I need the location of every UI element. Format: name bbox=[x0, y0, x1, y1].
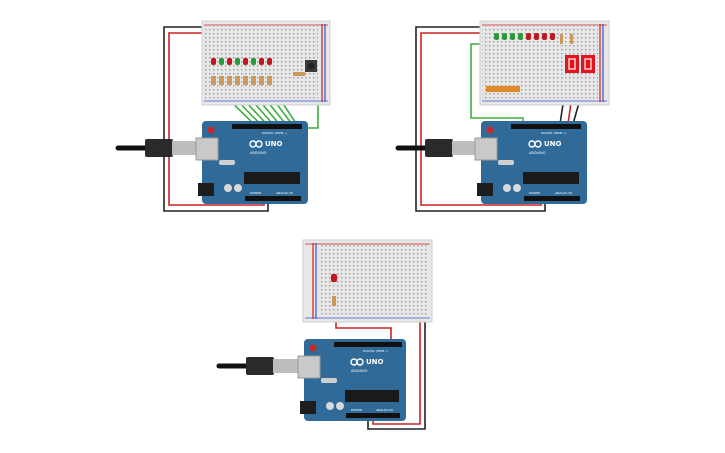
led-red bbox=[534, 33, 539, 40]
analog-label: ANALOG IN bbox=[276, 191, 293, 195]
led-green bbox=[235, 58, 240, 65]
digital-label: DIGITAL (PWM~) bbox=[541, 131, 566, 135]
header-power bbox=[346, 413, 400, 418]
arduino-uno-board: UNO ARDUINO DIGITAL (PWM~) POWER ANALOG … bbox=[195, 121, 308, 204]
capacitor bbox=[336, 402, 344, 410]
microcontroller-chip bbox=[244, 172, 300, 184]
seven-segment-display-1 bbox=[565, 55, 579, 73]
resistor-row bbox=[211, 76, 272, 85]
resistor bbox=[267, 76, 272, 85]
uno-logo-text: UNO bbox=[366, 358, 384, 366]
analog-label: ANALOG IN bbox=[376, 408, 393, 412]
circuit-1: UNO ARDUINO DIGITAL (PWM~) POWER ANALOG … bbox=[115, 20, 331, 212]
microcontroller-chip bbox=[523, 172, 579, 184]
header-power bbox=[524, 196, 580, 201]
led-red bbox=[550, 33, 555, 40]
seven-segment-display-2 bbox=[581, 55, 595, 73]
header-digital bbox=[334, 342, 402, 347]
arduino-brand-text: ARDUINO bbox=[529, 151, 546, 155]
header-digital bbox=[511, 124, 581, 129]
wire-black-gnd bbox=[367, 317, 426, 430]
led-green bbox=[251, 58, 256, 65]
led-green bbox=[219, 58, 224, 65]
arduino-brand-text: ARDUINO bbox=[250, 151, 267, 155]
led-green bbox=[518, 33, 523, 40]
circuit-2: UNO ARDUINO DIGITAL (PWM~) POWER ANALOG … bbox=[395, 20, 610, 212]
led-red bbox=[259, 58, 264, 65]
wire-red-5v bbox=[372, 317, 421, 425]
microcontroller-chip bbox=[345, 390, 399, 402]
resistor-array bbox=[486, 86, 520, 92]
arduino-uno-board: UNO ARDUINO DIGITAL (PWM~) POWER ANALOG … bbox=[474, 121, 587, 204]
capacitor bbox=[326, 402, 334, 410]
breadboard bbox=[302, 239, 433, 323]
header-power bbox=[245, 196, 301, 201]
led-green bbox=[494, 33, 499, 40]
led-red bbox=[227, 58, 232, 65]
power-label: POWER bbox=[529, 191, 540, 195]
led-row bbox=[211, 58, 272, 65]
capacitor bbox=[513, 184, 521, 192]
resistor bbox=[259, 76, 264, 85]
arduino-uno-board: UNO ARDUINO DIGITAL (PWM~) POWER ANALOG … bbox=[297, 339, 406, 421]
led-red bbox=[542, 33, 547, 40]
resistor bbox=[293, 72, 305, 76]
led-red bbox=[526, 33, 531, 40]
digital-label: DIGITAL (PWM~) bbox=[262, 131, 287, 135]
resistor bbox=[211, 76, 216, 85]
header-digital bbox=[232, 124, 302, 129]
wire-green-long bbox=[470, 43, 524, 124]
infinity-logo-icon bbox=[528, 140, 542, 148]
uno-logo-text: UNO bbox=[265, 140, 283, 148]
resistor bbox=[332, 296, 336, 306]
resistor bbox=[227, 76, 232, 85]
digital-label: DIGITAL (PWM~) bbox=[363, 349, 388, 353]
infinity-logo-icon bbox=[350, 358, 364, 366]
arduino-brand-text: ARDUINO bbox=[351, 369, 368, 373]
analog-label: ANALOG IN bbox=[555, 191, 572, 195]
led-red bbox=[211, 58, 216, 65]
resistor bbox=[560, 34, 563, 44]
led-row bbox=[494, 33, 555, 40]
reset-button bbox=[309, 344, 317, 352]
resistor bbox=[219, 76, 224, 85]
circuit-3: UNO ARDUINO DIGITAL (PWM~) POWER ANALOG … bbox=[216, 239, 433, 430]
capacitor bbox=[224, 184, 232, 192]
capacitor bbox=[234, 184, 242, 192]
led-red bbox=[267, 58, 272, 65]
capacitor bbox=[503, 184, 511, 192]
wire-black-gnd bbox=[415, 26, 546, 212]
usb-cable bbox=[395, 139, 478, 157]
usb-cable bbox=[216, 357, 299, 375]
reset-button bbox=[486, 126, 494, 134]
infinity-logo-icon bbox=[249, 140, 263, 148]
wire-black-gnd bbox=[163, 26, 269, 212]
power-label: POWER bbox=[250, 191, 261, 195]
uno-logo-text: UNO bbox=[544, 140, 562, 148]
reset-button bbox=[207, 126, 215, 134]
led-red bbox=[331, 274, 337, 282]
resistor bbox=[243, 76, 248, 85]
push-button bbox=[305, 60, 317, 72]
resistor bbox=[235, 76, 240, 85]
led-green bbox=[510, 33, 515, 40]
resistor bbox=[570, 34, 573, 44]
power-label: POWER bbox=[351, 408, 362, 412]
led-green bbox=[502, 33, 507, 40]
usb-cable bbox=[115, 139, 198, 157]
resistor bbox=[251, 76, 256, 85]
led-red bbox=[243, 58, 248, 65]
